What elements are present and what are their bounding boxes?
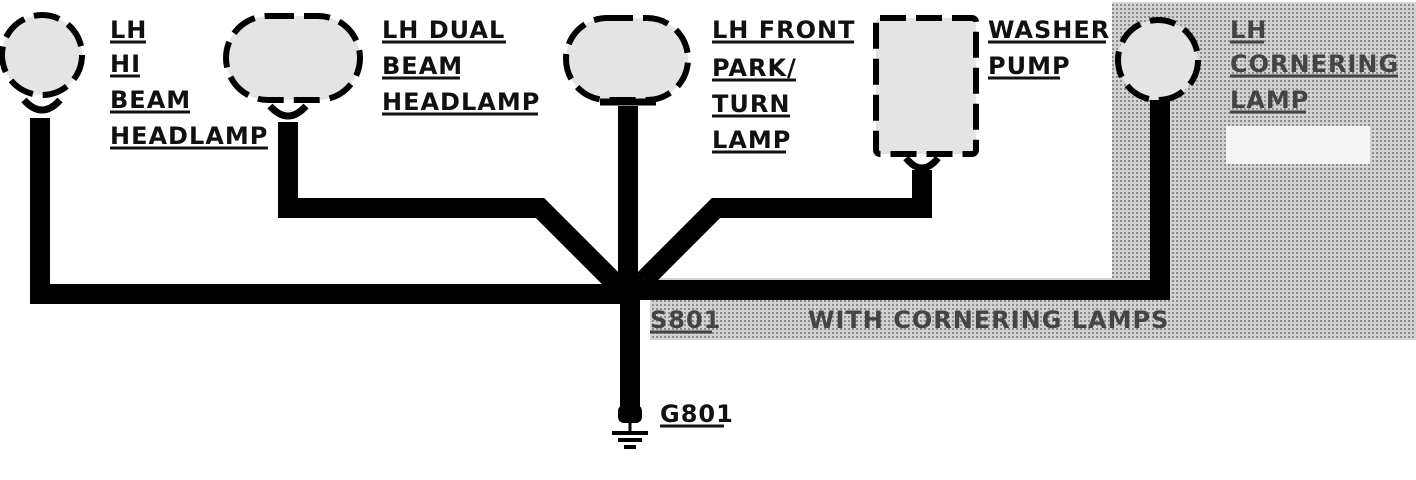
label-line: PUMP [988, 52, 1071, 80]
label-line: HI [110, 50, 141, 78]
label-line: LH [110, 16, 147, 44]
ground-g801-symbol [612, 405, 648, 449]
lh-dual-beam-headlamp-symbol [223, 13, 363, 120]
label-line: LH FRONT [712, 16, 855, 44]
label-line: BEAM [110, 86, 191, 114]
splice-s801 [614, 272, 646, 304]
cornering-label-blank-patch [1226, 126, 1370, 164]
label-line: TURN [712, 90, 790, 118]
label-line: HEADLAMP [382, 88, 540, 116]
label-line: LAMP [712, 126, 791, 154]
washer-pump-symbol [873, 15, 979, 172]
label-line: CORNERING [1230, 50, 1399, 78]
label-line: LAMP [1230, 86, 1309, 114]
label-line: BEAM [382, 52, 463, 80]
wire-lh-hi-beam [30, 118, 622, 304]
label-lh-front-park-turn-lamp: LH FRONT PARK/ TURN LAMP [712, 16, 855, 154]
lh-front-park-turn-lamp-symbol [563, 15, 691, 106]
label-line: HEADLAMP [110, 122, 268, 150]
lh-hi-beam-headlamp-symbol [0, 12, 85, 114]
label-lh-hi-beam-headlamp: LH HI BEAM HEADLAMP [110, 16, 268, 150]
label-line: LH [1230, 16, 1267, 44]
wire-lh-dual-beam [278, 122, 630, 298]
splice-label: S801 [650, 306, 721, 334]
wire-washer-pump [636, 170, 932, 288]
cornering-lamp-option-region [650, 2, 1416, 340]
label-line: WASHER [988, 16, 1110, 44]
label-lh-cornering-lamp: LH CORNERING LAMP [1230, 16, 1399, 114]
wire-lh-cornering [640, 100, 1170, 300]
label-washer-pump: WASHER PUMP [988, 16, 1110, 80]
option-label: WITH CORNERING LAMPS [808, 306, 1169, 334]
label-lh-dual-beam-headlamp: LH DUAL BEAM HEADLAMP [382, 16, 540, 116]
ground-label: G801 [660, 400, 734, 428]
label-line: PARK/ [712, 54, 797, 82]
lh-cornering-lamp-symbol [1115, 17, 1201, 103]
label-line: LH DUAL [382, 16, 505, 44]
